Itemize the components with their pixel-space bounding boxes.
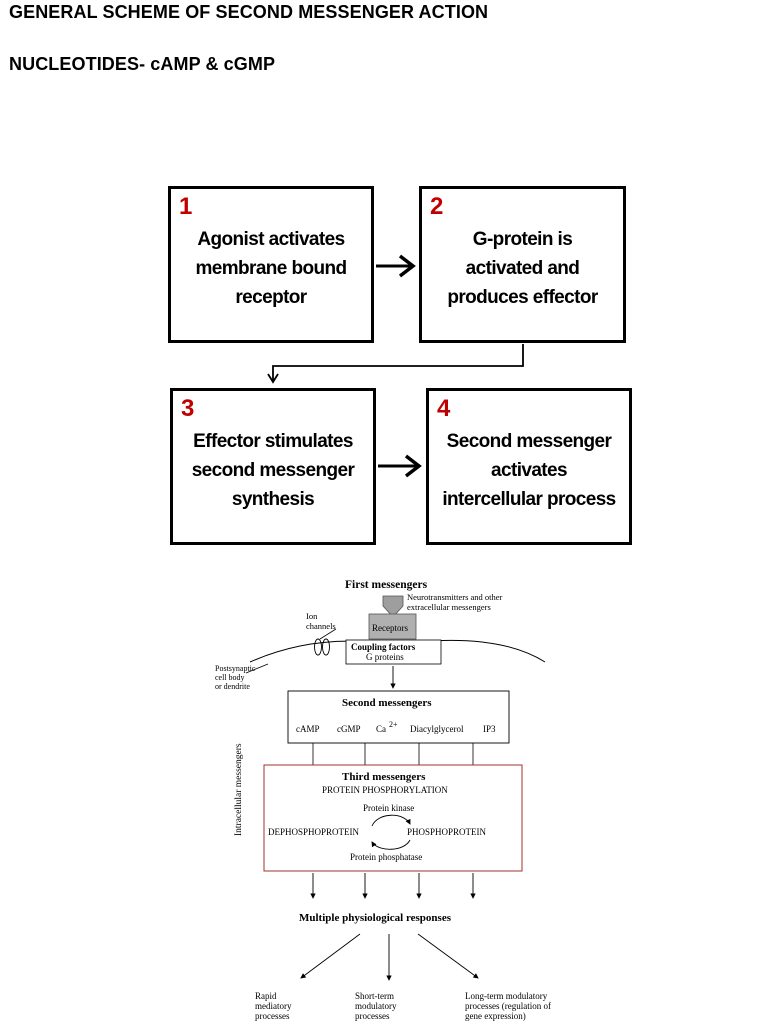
- step-text: Second messenger activates intercellular…: [442, 431, 616, 510]
- dag-label: Diacylglycerol: [410, 724, 464, 734]
- long-term-label-3: gene expression): [465, 1011, 526, 1021]
- protein-kinase-label: Protein kinase: [363, 803, 414, 813]
- step-text: Effector stimulates second messenger syn…: [191, 431, 355, 510]
- dephosphoprotein-label: DEPHOSPHOPROTEIN: [268, 827, 360, 837]
- flow-arrow-1-to-2: [376, 254, 416, 278]
- intracellular-label: Intracellular messengers: [234, 743, 244, 836]
- flow-arrow-3-to-4: [378, 454, 422, 478]
- postsynaptic-label-2: cell body: [215, 673, 245, 682]
- page-title: GENERAL SCHEME OF SECOND MESSENGER ACTIO…: [9, 2, 489, 22]
- step-number: 1: [179, 193, 193, 220]
- ion-channel-icon: [322, 638, 330, 656]
- extracellular-label-1: Neurotransmitters and other: [407, 592, 503, 602]
- short-term-label-2: modulatory: [355, 1001, 397, 1011]
- first-messengers-label: First messengers: [345, 579, 428, 591]
- ca-label: Ca: [376, 724, 386, 734]
- neurotransmitter-shape: [382, 595, 404, 618]
- ion-label-1: Ion: [306, 611, 318, 621]
- flow-arrow-2-to-3: [267, 344, 524, 384]
- long-term-label-1: Long-term modulatory: [465, 991, 548, 1001]
- short-term-label-1: Short-term: [355, 991, 394, 1001]
- rapid-label-3: processes: [255, 1011, 290, 1021]
- flow-step-4: 4 Second messenger activates intercellul…: [426, 388, 632, 545]
- long-term-label-2: processes (regulation of: [465, 1001, 551, 1011]
- postsynaptic-label-1: Postsynaptic: [215, 664, 256, 673]
- third-messengers-label: Third messengers: [342, 771, 426, 783]
- second-messengers-box: [287, 690, 510, 744]
- postsynaptic-label-3: or dendrite: [215, 682, 250, 691]
- ion-channel-icon: [314, 638, 322, 656]
- phosphoprotein-label: PHOSPHOPROTEIN: [407, 827, 487, 837]
- step-number: 4: [437, 395, 451, 422]
- step-number: 2: [430, 193, 444, 220]
- step-text: Agonist activates membrane bound recepto…: [195, 229, 347, 308]
- page-subtitle: NUCLEOTIDES- cAMP & cGMP: [9, 54, 276, 74]
- ion-label-2: channels: [306, 621, 336, 631]
- rapid-label-1: Rapid: [255, 991, 277, 1001]
- receptor-box: [368, 613, 417, 640]
- ca-superscript: 2+: [389, 720, 398, 729]
- receptors-label: Receptors: [372, 623, 408, 633]
- cgmp-label: cGMP: [337, 724, 361, 734]
- protein-phosphatase-label: Protein phosphatase: [350, 852, 422, 862]
- third-messengers-box: [263, 764, 523, 872]
- ip3-label: IP3: [483, 724, 496, 734]
- flow-step-1: 1 Agonist activates membrane bound recep…: [168, 186, 374, 343]
- rapid-label-2: mediatory: [255, 1001, 292, 1011]
- flow-step-2: 2 G-protein is activated and produces ef…: [419, 186, 626, 343]
- coupling-label-1: Coupling factors: [351, 642, 416, 652]
- second-messengers-label: Second messengers: [342, 697, 432, 709]
- coupling-label-2: G proteins: [366, 652, 404, 662]
- phosphatase-arrow: [371, 839, 411, 850]
- responses-label: Multiple physiological responses: [299, 912, 452, 924]
- extracellular-label-2: extracellular messengers: [407, 602, 491, 612]
- flow-step-3: 3 Effector stimulates second messenger s…: [170, 388, 376, 545]
- step-text: G-protein is activated and produces effe…: [447, 229, 598, 308]
- step-number: 3: [181, 395, 195, 422]
- coupling-box: [345, 639, 442, 665]
- kinase-arrow: [371, 814, 411, 827]
- camp-label: cAMP: [296, 724, 320, 734]
- protein-phosphorylation-label: PROTEIN PHOSPHORYLATION: [322, 785, 448, 795]
- short-term-label-3: processes: [355, 1011, 390, 1021]
